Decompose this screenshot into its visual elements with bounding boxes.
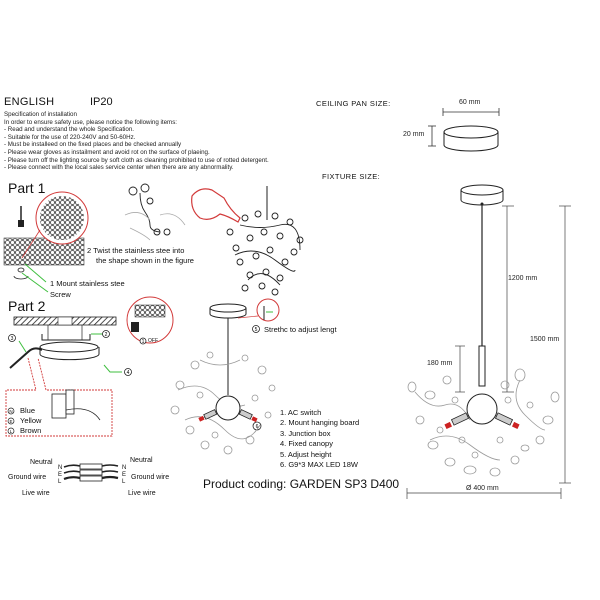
part1-step2-line2: the shape shown in the figure — [96, 256, 194, 265]
fixture-drawing — [406, 184, 571, 499]
wiring-right-neutral: Neutral — [130, 457, 153, 464]
marker-3 — [8, 334, 16, 342]
code-n: N — [58, 465, 63, 471]
code-l: L — [58, 479, 62, 485]
ceiling-pan-width: 60 mm — [459, 99, 481, 106]
wiring-right-live: Live wire — [128, 490, 156, 497]
cable-length-dim: 1200 mm — [508, 275, 538, 282]
rod-length-dim: 180 mm — [427, 360, 453, 367]
total-height-dim: 1500 mm — [530, 336, 560, 343]
specification-text: Specification of installation In order t… — [4, 111, 334, 172]
marker-number: 2 — [105, 332, 108, 338]
marker-5 — [252, 325, 260, 333]
marker-2 — [102, 330, 110, 338]
pendant-drawing — [170, 298, 280, 455]
wire-color-brown: Brown — [20, 426, 42, 435]
bulb-left — [444, 421, 452, 429]
spec-item: - Please wear gloves as instailment and … — [4, 148, 210, 156]
wire-color-legend: Blue Yellow Brown — [20, 406, 41, 436]
ip-rating: IP20 — [90, 96, 113, 108]
code-l: L — [122, 479, 126, 485]
pointing-hand-icon — [191, 188, 241, 223]
wiring-left-neutral: Neutral — [30, 459, 53, 466]
part2-drawings — [5, 296, 262, 437]
spec-item: - Please turn off the lighting source by… — [4, 156, 269, 164]
wiring-connector — [63, 463, 119, 482]
wiring-left-codes: N E L — [58, 465, 62, 486]
legend-item: 6. G9*3 MAX LED 18W — [280, 460, 358, 470]
code-n: N — [122, 465, 127, 471]
wire-color-blue: Blue — [20, 406, 36, 415]
marker-number: 1 — [142, 339, 145, 345]
spec-intro: In order to ensure safety use, please no… — [4, 118, 178, 126]
legend-item: 4. Fixed canopy — [280, 439, 333, 449]
language-label: ENGLISH — [4, 96, 55, 108]
glass-cluster — [407, 368, 560, 477]
marker-4 — [124, 368, 132, 376]
diameter-dim: Ø 400 mm — [466, 485, 499, 492]
spec-title: Specification of installation — [4, 111, 77, 118]
spec-item: - Must be installeed on the fixed places… — [4, 141, 182, 149]
stretch-label: Strethc to adjust lengt — [264, 325, 337, 334]
marker-number: 3 — [11, 336, 14, 342]
wiring-left-live: Live wire — [22, 490, 50, 497]
fixture-size-heading: FIXTURE SIZE: — [322, 172, 381, 181]
marker-number: 6 — [256, 424, 259, 430]
wire-symbol: N — [9, 409, 12, 414]
part1-step2-line1: 2 Twist the stainless stee into — [87, 246, 185, 255]
spec-item: - Read and understand the whole Specific… — [4, 126, 135, 134]
code-e: E — [122, 472, 127, 478]
code-e: E — [58, 472, 63, 478]
part1-step1: 1 Mount stainless stee — [50, 279, 125, 288]
screw-label: Screw — [50, 290, 71, 299]
part1-drawings — [3, 183, 304, 296]
wire-symbol: E — [9, 419, 12, 424]
wiring-left-ground: Ground wire — [8, 474, 47, 481]
product-code: Product coding: GARDEN SP3 D400 — [203, 477, 400, 491]
ceiling-pan-drawing — [428, 108, 500, 152]
wiring-right-ground: Ground wire — [131, 474, 170, 481]
legend-item: 1. AC switch — [280, 408, 322, 417]
cluster-sketch — [226, 210, 304, 296]
marker-number: 5 — [255, 327, 258, 333]
legend-item: 3. Junction box — [280, 428, 331, 438]
legend-item: 2. Mount hanging board — [280, 418, 360, 428]
ceiling-pan-height: 20 mm — [403, 131, 425, 138]
part1-title: Part 1 — [8, 180, 46, 196]
wire-symbol: L — [10, 429, 13, 434]
legend-item: 5. Adjust height — [280, 449, 332, 459]
bulb-right — [512, 421, 520, 429]
wiring-right-codes: N E L — [122, 465, 126, 486]
component-legend: 1. AC switch 2. Mount hanging board 3. J… — [280, 408, 359, 470]
spec-item: - Please connect with the local sales se… — [4, 164, 234, 172]
marker-number: 4 — [127, 370, 130, 376]
off-label: OFF — [148, 338, 158, 344]
part2-title: Part 2 — [8, 298, 46, 314]
spec-item: - Suitable for the use of 220-240V and 5… — [4, 133, 136, 141]
wire-color-yellow: Yellow — [20, 416, 42, 425]
ceiling-pan-heading: CEILING PAN SIZE: — [316, 99, 391, 108]
marker-1 — [139, 337, 147, 345]
